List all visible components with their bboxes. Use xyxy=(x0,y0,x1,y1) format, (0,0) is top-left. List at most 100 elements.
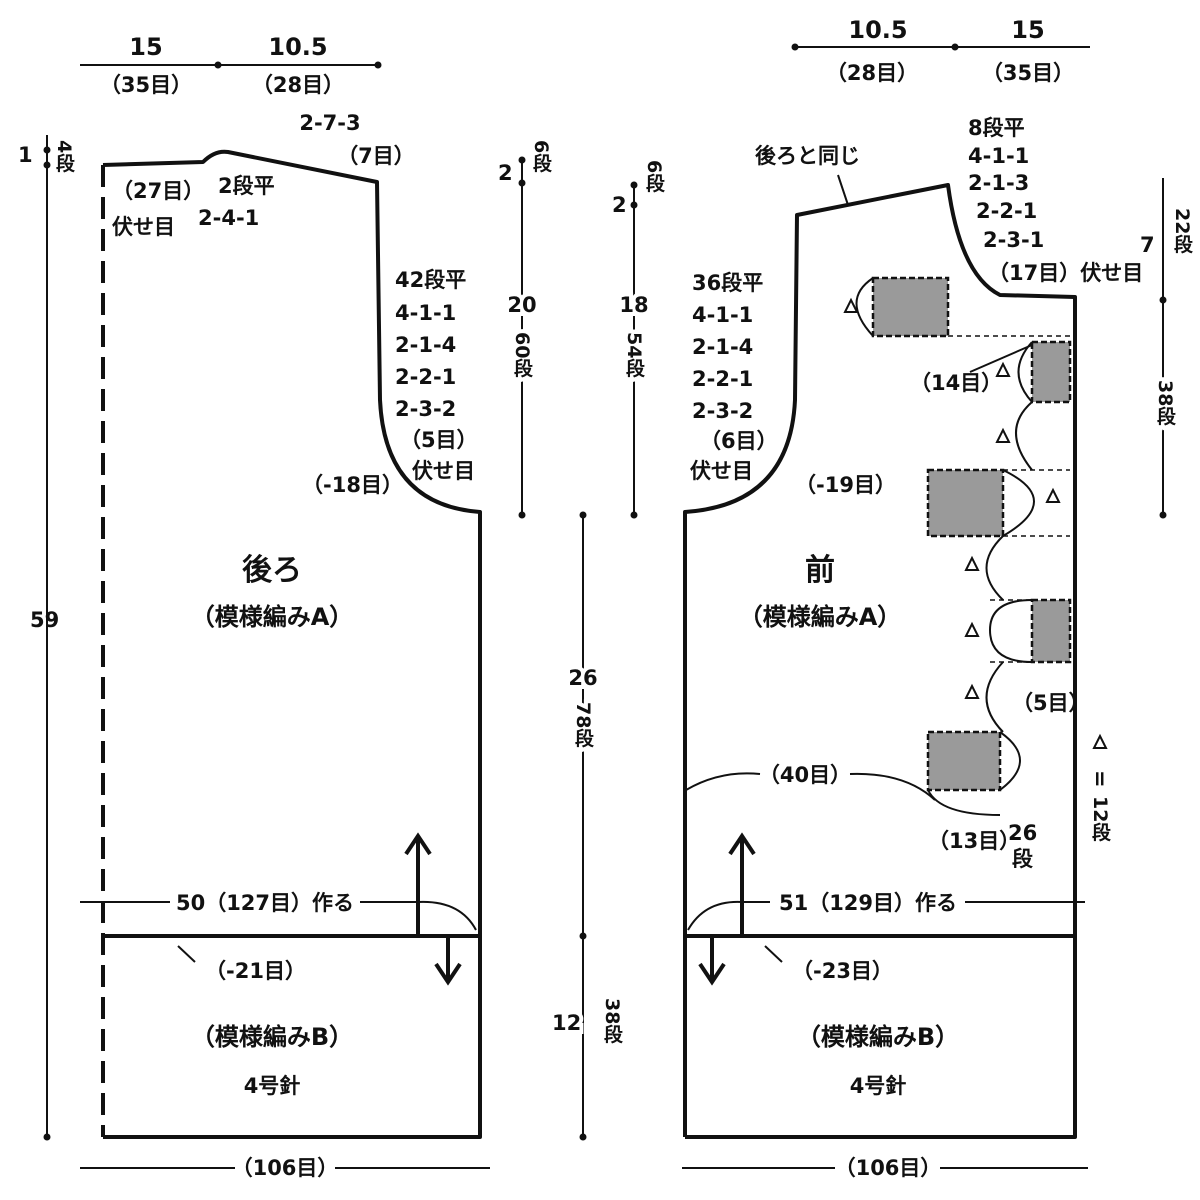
front-armhole-rule: 4-1-1 xyxy=(692,303,753,327)
back-ribbing-pointer xyxy=(177,945,196,963)
front-armhole-rule: 2-3-2 xyxy=(692,399,753,423)
scallop-arc xyxy=(1015,401,1033,471)
front-stitch-40: （40目） xyxy=(759,763,851,787)
front-ribbing-decrease: （-23目） xyxy=(792,959,893,983)
center-front-armhole-rows: 54段 xyxy=(623,332,645,378)
front-pocket-14: （14目） xyxy=(910,371,1002,395)
back-neck-rows: 4段 xyxy=(53,140,75,173)
back-armhole-rule: 4-1-1 xyxy=(395,301,456,325)
back-neck-bind-label: 伏せ目 xyxy=(112,215,175,239)
front-bottom-stitches: （106目） xyxy=(835,1156,942,1180)
dim-dot xyxy=(518,511,526,519)
back-armhole-decrease: （-18目） xyxy=(302,473,403,497)
front-same-as-back: 後ろと同じ xyxy=(755,144,860,168)
back-neck-rule-2: 2-4-1 xyxy=(198,206,259,230)
front-armhole-rules: 36段平 4-1-1 2-1-4 2-2-1 2-3-2 （6目） 伏せ目 xyxy=(690,271,778,483)
scallop-arc xyxy=(988,599,1033,663)
triangle-mark xyxy=(1092,733,1108,749)
back-length-dot-top xyxy=(43,146,51,154)
front-band-rows: 38段 xyxy=(1154,380,1176,426)
front-armhole-rule: 伏せ目 xyxy=(690,459,753,483)
front-triangle-eq: = xyxy=(1088,770,1112,788)
pocket xyxy=(1030,340,1072,404)
front-pointer-same-as-back xyxy=(837,174,849,206)
pocket xyxy=(1030,598,1072,664)
center-front-armhole-h: 18 xyxy=(619,293,648,317)
back-bottom-stitches: （106目） xyxy=(232,1156,339,1180)
triangle-mark xyxy=(964,621,980,637)
triangle-mark xyxy=(1045,487,1061,503)
triangle-mark xyxy=(964,555,980,571)
back-cast-on-curve xyxy=(417,900,477,931)
back-needle: 4号針 xyxy=(244,1074,301,1098)
front-neck-rules: 8段平 4-1-1 2-1-3 2-2-1 2-3-1 （17目）伏せ目 xyxy=(968,116,1143,285)
front-pocket-26: 26 xyxy=(1008,821,1037,845)
front-top-dot xyxy=(951,43,959,51)
front-armhole-rule: 2-2-1 xyxy=(692,367,753,391)
back-armhole-rule: 2-2-1 xyxy=(395,365,456,389)
dim-dot xyxy=(630,181,638,189)
front-neck-rule: 2-1-3 xyxy=(968,171,1029,195)
front-needle: 4号針 xyxy=(850,1074,907,1098)
center-dimensions: 2 6段 20 60段 2 6段 18 54段 26 78段 12 38段 xyxy=(498,140,665,1141)
triangle-markers xyxy=(843,297,1108,749)
back-armhole-rule: （5目） xyxy=(400,428,478,452)
triangle-mark xyxy=(995,361,1011,377)
center-back-shoulder-rows: 6段 xyxy=(530,140,552,173)
back-shoulder-rule: 2-7-3 xyxy=(299,111,360,135)
triangle-mark xyxy=(995,427,1011,443)
back-title: 後ろ xyxy=(242,553,302,588)
front-armhole-rule: （6目） xyxy=(700,429,778,453)
center-body-rows: 78段 xyxy=(572,702,594,748)
back-top-left-stitches: （35目） xyxy=(100,73,192,97)
front-40-stitch-curve xyxy=(685,772,761,791)
back-armhole-rule: 伏せ目 xyxy=(412,459,475,483)
center-front-shoulder-h: 2 xyxy=(612,193,627,217)
center-hem-h: 12 xyxy=(552,1011,581,1035)
back-armhole-rule: 2-3-2 xyxy=(395,397,456,421)
front-top-right-width: 15 xyxy=(1011,16,1044,44)
front-neck-rows: 22段 xyxy=(1171,208,1193,254)
triangle-mark xyxy=(843,297,859,313)
back-top-right-width: 10.5 xyxy=(268,33,327,61)
back-shoulder-stitches: （7目） xyxy=(337,144,415,168)
back-top-dot-right xyxy=(374,61,382,69)
front-triangle-rows: 12段 xyxy=(1089,796,1111,842)
front-neck-depth: 7 xyxy=(1140,233,1155,257)
scallop-arc xyxy=(927,789,1001,816)
center-front-shoulder-rows: 6段 xyxy=(643,160,665,193)
back-pattern-a: （模様編みA） xyxy=(191,603,354,631)
back-armhole-rules: 42段平 4-1-1 2-1-4 2-2-1 2-3-2 （5目） 伏せ目 xyxy=(395,268,478,483)
dim-dot xyxy=(518,156,526,164)
back-top-dot xyxy=(214,61,222,69)
front-neck-rule: 4-1-1 xyxy=(968,144,1029,168)
back-neck-depth: 1 xyxy=(18,143,33,167)
front-ribbing-pointer xyxy=(764,945,783,963)
front-armhole-decrease: （-19目） xyxy=(795,473,896,497)
scallop-arc xyxy=(855,277,874,337)
back-up-arrow xyxy=(404,832,432,936)
dim-dot xyxy=(1159,296,1167,304)
pocket xyxy=(926,468,1005,538)
back-piece: 15 （35目） 10.5 （28目） 2-7-3 （7目） 1 4段 （27目… xyxy=(18,33,490,1180)
back-neck-rule-1: 2段平 xyxy=(218,174,275,198)
front-top-left-stitches: （28目） xyxy=(826,61,918,85)
pocket xyxy=(926,730,1002,792)
back-top-left-width: 15 xyxy=(129,33,162,61)
back-armhole-rule: 42段平 xyxy=(395,268,466,292)
front-cast-on-curve xyxy=(687,900,743,931)
dim-dot xyxy=(579,1133,587,1141)
dim-dot xyxy=(579,932,587,940)
scallop-arc xyxy=(985,535,1004,601)
scallop-arc xyxy=(985,661,1004,733)
front-armhole-rule: 2-1-4 xyxy=(692,335,753,359)
front-neck-rule: 2-2-1 xyxy=(976,199,1037,223)
front-up-arrow xyxy=(728,832,756,936)
back-ribbing-decrease: （-21目） xyxy=(205,959,306,983)
front-pocket-13: （13目） xyxy=(928,829,1020,853)
dim-dot xyxy=(518,179,526,187)
front-top-left-width: 10.5 xyxy=(848,16,907,44)
center-body-h: 26 xyxy=(568,666,597,690)
front-top-dot-left xyxy=(791,43,799,51)
